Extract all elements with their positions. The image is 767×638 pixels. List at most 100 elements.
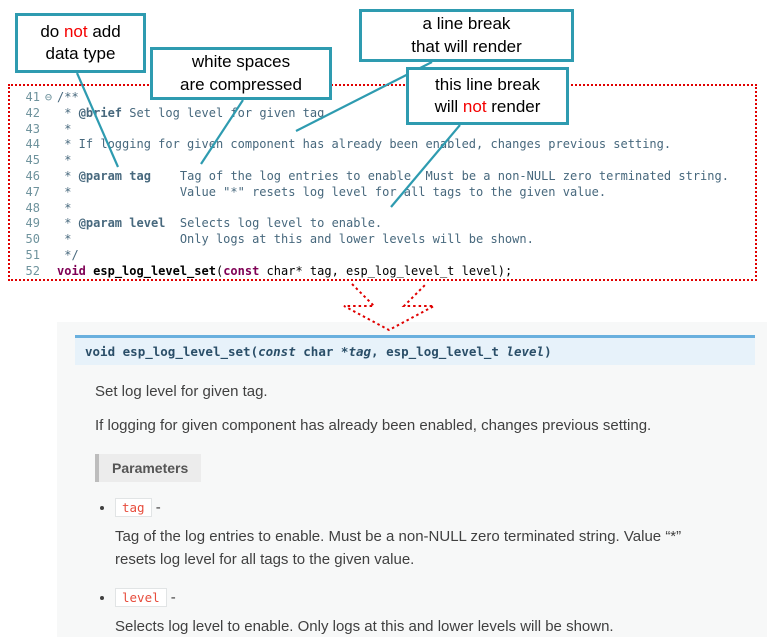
- line-number: 48: [25, 200, 40, 215]
- signature-token: esp_log_level_set: [122, 344, 251, 359]
- parameter-head: tag -: [115, 498, 767, 517]
- fold-gutter: [40, 122, 57, 138]
- code-line: 44 * If logging for given component has …: [16, 137, 755, 153]
- callout-text-segment: data type: [45, 44, 116, 63]
- code-token: void: [57, 263, 86, 278]
- code-text: *: [57, 201, 71, 217]
- line-number: 41: [25, 90, 40, 104]
- signature-token: char *: [295, 344, 349, 359]
- code-line: 42 * @brief Set log level for given tag: [16, 106, 755, 122]
- code-text: * Only logs at this and lower levels wil…: [57, 232, 534, 248]
- code-token: * Only logs at this and lower levels wil…: [57, 232, 534, 247]
- code-token: /**: [57, 90, 79, 104]
- fold-toggle-icon[interactable]: ⊖: [44, 90, 53, 104]
- callout-linebreak-not-render: this line break will not render: [406, 67, 569, 125]
- fold-gutter: [40, 169, 57, 185]
- description-text: If logging for given component has alrea…: [95, 417, 652, 434]
- code-token: Selects log level to enable.: [165, 216, 383, 231]
- param-separator: -: [151, 499, 161, 516]
- parameter-item: tag -Tag of the log entries to enable. M…: [115, 498, 767, 572]
- code-text: * If logging for given component has alr…: [57, 137, 671, 153]
- signature-token: ): [544, 344, 552, 359]
- rendered-docs-panel: void esp_log_level_set(const char *tag, …: [57, 322, 767, 637]
- code-token: level: [129, 216, 166, 231]
- code-text: /**: [57, 90, 79, 106]
- line-number: 46: [25, 168, 40, 183]
- code-token: *: [57, 200, 72, 215]
- callout-text-segment: will: [434, 97, 463, 116]
- callout-text: this line break will not render: [435, 74, 541, 119]
- callout-text-segment: render: [486, 97, 541, 116]
- code-token: * If logging for given component has alr…: [57, 137, 672, 152]
- callout-text-segment: do: [40, 21, 64, 41]
- code-token: *: [57, 168, 79, 183]
- fold-gutter: [40, 185, 57, 201]
- code-token: esp_log_level_set: [93, 263, 216, 278]
- code-line: 46 * @param tag Tag of the log entries t…: [16, 169, 755, 185]
- code-token: @param: [78, 168, 123, 183]
- code-token: *: [57, 216, 79, 231]
- line-number: 50: [25, 232, 40, 247]
- code-token: */: [57, 247, 79, 262]
- code-token: char* tag, esp_log_level_t level);: [259, 263, 513, 278]
- callout-text-segment: not: [462, 97, 487, 116]
- param-description: Selects log level to enable. Only logs a…: [115, 617, 614, 635]
- code-text: *: [57, 153, 71, 169]
- line-number: 52: [25, 263, 40, 278]
- line-number: 43: [25, 121, 40, 136]
- line-number: 45: [25, 153, 40, 168]
- fold-gutter: [40, 216, 57, 232]
- code-line: 48 *: [16, 201, 755, 217]
- fold-gutter: [40, 248, 57, 264]
- param-separator: -: [166, 588, 176, 606]
- signature-token: void: [85, 344, 116, 359]
- parameter-head: level -: [115, 587, 767, 607]
- code-text: * @param tag Tag of the log entries to e…: [57, 169, 729, 185]
- callout-text-segment: a line break: [422, 14, 511, 34]
- callout-text-segment: are compressed: [180, 74, 302, 94]
- code-token: *: [57, 105, 79, 120]
- line-number: 44: [25, 137, 40, 152]
- function-signature: void esp_log_level_set(const char *tag, …: [75, 335, 755, 365]
- signature-token: tag: [348, 344, 372, 359]
- callout-text-segment: add: [87, 21, 121, 41]
- code-token: * Value "*" resets log level for all tag…: [57, 184, 607, 199]
- code-line: 45 *: [16, 153, 755, 169]
- parameter-item: level - Selects log level to enable. Only…: [115, 587, 767, 638]
- code-line: 43 *: [16, 122, 755, 138]
- code-text: void esp_log_level_set(const char* tag, …: [57, 264, 512, 280]
- callout-text-segment: white spaces: [191, 52, 291, 72]
- line-number: 47: [25, 184, 40, 199]
- signature-token: , esp_log_level_t: [371, 344, 507, 359]
- code-token: *: [57, 121, 72, 136]
- code-token: Tag of the log entries to enable. Must b…: [150, 168, 729, 183]
- code-text: * Value "*" resets log level for all tag…: [57, 185, 606, 201]
- callout-text-segment: that will render: [411, 36, 522, 56]
- code-text: * @brief Set log level for given tag: [57, 106, 324, 122]
- code-line: 51 */: [16, 248, 755, 264]
- fold-gutter: [40, 201, 57, 217]
- line-number: 42: [25, 105, 40, 120]
- fold-gutter: [40, 232, 57, 248]
- code-text: * @param level Selects log level to enab…: [57, 216, 382, 232]
- code-text: */: [57, 247, 79, 264]
- code-token: @brief: [78, 105, 123, 120]
- callout-text: do not add data type: [40, 21, 120, 66]
- signature-token: [115, 344, 123, 359]
- code-line: 49 * @param level Selects log level to e…: [16, 216, 755, 232]
- param-name-literal: tag: [115, 498, 152, 517]
- parameters-list: tag -Tag of the log entries to enable. M…: [95, 498, 767, 638]
- callout-text-segment: not: [63, 21, 88, 41]
- code-token: const: [223, 263, 260, 278]
- code-token: *: [57, 153, 72, 168]
- code-line: 50 * Only logs at this and lower levels …: [16, 232, 755, 248]
- fold-gutter: [40, 264, 57, 280]
- fold-gutter: [40, 106, 57, 122]
- code-line: 47 * Value "*" resets log level for all …: [16, 185, 755, 201]
- code-line: 41 ⊖ /**: [16, 90, 755, 106]
- callout-text-segment: this line break: [435, 74, 540, 94]
